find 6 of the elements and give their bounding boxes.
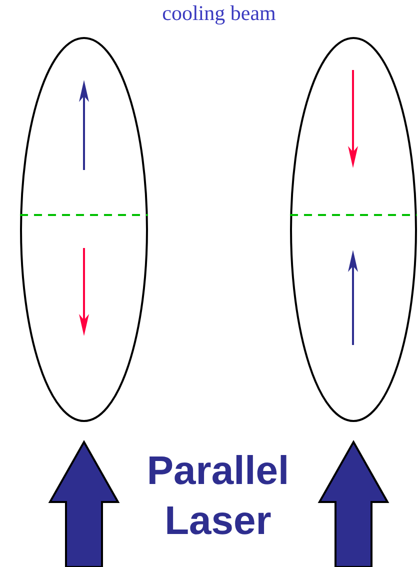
block-arrow	[48, 440, 120, 567]
label-text: cooling beam	[161, 0, 277, 26]
ellipse-outline	[290, 37, 417, 422]
label-text: Parallel Laser	[146, 448, 290, 545]
block-arrow	[318, 440, 390, 567]
ellipse-outline	[20, 37, 148, 422]
